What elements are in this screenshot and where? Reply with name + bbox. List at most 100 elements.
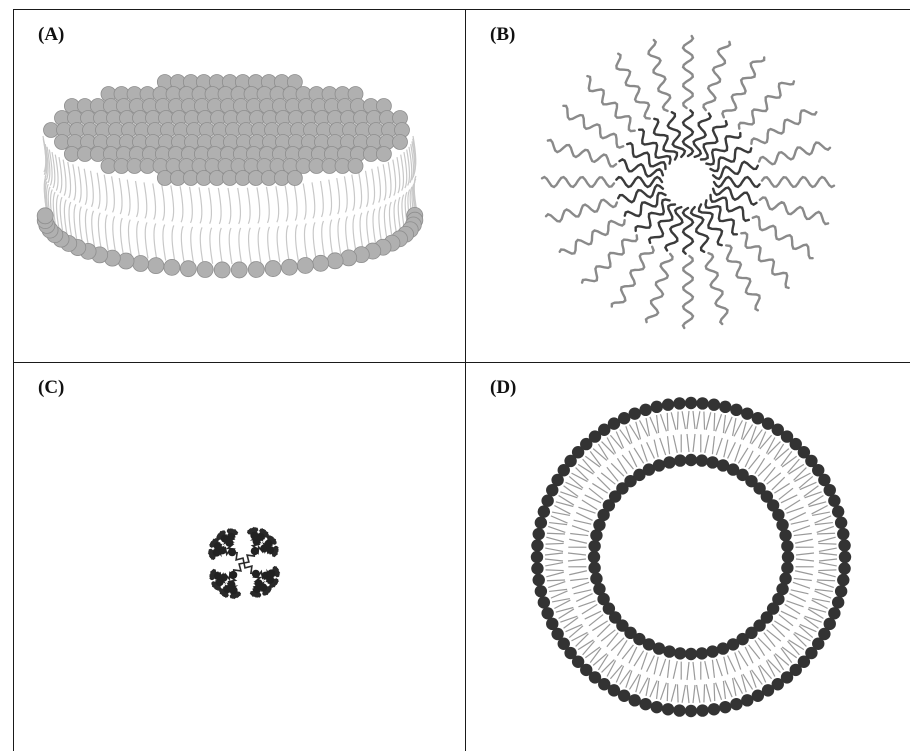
lipid-tail bbox=[42, 135, 47, 173]
inner-lipid-head bbox=[652, 459, 666, 472]
lipid-tail bbox=[793, 467, 807, 481]
lipid-tail bbox=[666, 412, 669, 432]
lipid-tail bbox=[408, 146, 413, 184]
lipid-tail bbox=[744, 450, 754, 468]
lipid-tail bbox=[759, 664, 773, 680]
dendrimer-branch bbox=[265, 533, 269, 539]
lipid-tail bbox=[676, 411, 679, 430]
micelle-chain-core bbox=[709, 193, 750, 223]
outer-lipid-head bbox=[639, 403, 652, 417]
outer-lipid-head bbox=[741, 694, 754, 707]
lipid-tail bbox=[780, 647, 793, 664]
dendrimer-node bbox=[215, 578, 224, 587]
lipid-tail bbox=[545, 569, 564, 572]
inner-lipid-head bbox=[716, 459, 730, 472]
frame-top-line bbox=[13, 9, 910, 10]
lipid-tail bbox=[749, 426, 757, 444]
lipid-tail bbox=[795, 552, 815, 556]
dendrimer-branch bbox=[275, 573, 280, 578]
micelle-chain-core bbox=[711, 186, 758, 206]
lipid-tail bbox=[161, 184, 166, 221]
lipid-tail bbox=[256, 187, 261, 224]
lipid-tail bbox=[592, 482, 608, 494]
inner-lipid-head bbox=[588, 539, 601, 553]
lipid-tail bbox=[610, 462, 625, 477]
lipid-tail bbox=[748, 454, 761, 470]
lipid-tail bbox=[757, 637, 772, 652]
inner-lipid-head bbox=[772, 592, 785, 606]
frame-middle-vertical-line bbox=[465, 9, 466, 751]
lipid-tail bbox=[692, 684, 696, 704]
inner-lipid-head bbox=[745, 626, 758, 640]
lipid-tail bbox=[742, 424, 754, 441]
inner-lipid-head bbox=[781, 561, 794, 575]
outer-lipid-head bbox=[797, 655, 811, 668]
lipid-tail bbox=[715, 414, 723, 432]
lipid-tail bbox=[713, 682, 716, 702]
dendrimer-node bbox=[229, 586, 238, 595]
dendrimer-node bbox=[256, 532, 265, 541]
lipid-tail bbox=[545, 542, 564, 545]
lipid-tail bbox=[237, 187, 242, 225]
lipid-tail bbox=[550, 590, 568, 599]
lipid-tail bbox=[51, 151, 56, 189]
outer-lipid-head bbox=[823, 617, 836, 631]
lipid-tail bbox=[804, 491, 822, 499]
lipid-tail bbox=[749, 670, 757, 688]
lipid-tail bbox=[600, 629, 616, 642]
inner-lipid-head bbox=[726, 638, 740, 651]
inner-lipid-head bbox=[633, 468, 646, 482]
outer-lipid-head bbox=[838, 539, 851, 552]
outer-lipid-head bbox=[617, 412, 631, 425]
outer-lipid-head bbox=[607, 684, 621, 697]
lipid-tail bbox=[659, 414, 667, 432]
inner-lipid-head bbox=[590, 572, 603, 585]
inner-lipid-head bbox=[652, 642, 666, 655]
micelle-chain-outer bbox=[760, 175, 836, 189]
lipid-tail bbox=[789, 512, 807, 521]
lipid-tail bbox=[560, 615, 578, 623]
lipid-tail bbox=[544, 558, 564, 562]
dendrimer-diagram bbox=[207, 526, 281, 600]
outer-lipid-head bbox=[541, 494, 554, 507]
lipid-tail bbox=[703, 684, 706, 703]
outer-lipid-head bbox=[532, 573, 545, 587]
outer-lipid-head bbox=[741, 407, 754, 420]
inner-lipid-head bbox=[602, 602, 616, 615]
lipid-tail bbox=[558, 608, 575, 620]
panel-b: (B) bbox=[466, 10, 910, 362]
micelle-chain-core bbox=[664, 205, 684, 252]
lipid-tail bbox=[188, 186, 193, 224]
lipid-tail bbox=[715, 658, 723, 677]
lipid-tail bbox=[742, 673, 754, 690]
outer-lipid-head bbox=[537, 505, 551, 518]
lipid-tail bbox=[549, 521, 568, 526]
outer-lipid-head bbox=[751, 689, 765, 702]
lipid-tail bbox=[584, 610, 602, 620]
lipid-tail bbox=[144, 222, 149, 259]
lipid-tail bbox=[600, 472, 616, 485]
lipid-tail bbox=[704, 660, 710, 679]
lipid-tail bbox=[731, 678, 737, 697]
micelle-chain-outer bbox=[751, 215, 814, 260]
dendrimer-branch bbox=[221, 530, 226, 535]
micelle-chain-outer bbox=[580, 234, 639, 284]
lipid-tail bbox=[387, 161, 392, 199]
lipid-tail bbox=[265, 186, 270, 224]
lipid-tail bbox=[153, 223, 158, 260]
inner-lipid-head bbox=[616, 482, 629, 495]
lipid-tail bbox=[83, 168, 88, 205]
lipid-tail bbox=[655, 680, 660, 699]
lipid-tail bbox=[577, 639, 594, 651]
lipid-tail bbox=[628, 646, 638, 664]
lipid-tail bbox=[63, 199, 68, 236]
micelle-chain-outer bbox=[540, 175, 616, 189]
inner-lipid-head bbox=[760, 490, 774, 503]
lipid-tail bbox=[352, 214, 357, 251]
lipid-tail bbox=[670, 412, 677, 430]
lipid-tail bbox=[734, 444, 742, 462]
lipid-head bbox=[347, 158, 364, 174]
micelle-chain-core bbox=[704, 199, 739, 236]
lipid-tail bbox=[692, 410, 696, 430]
